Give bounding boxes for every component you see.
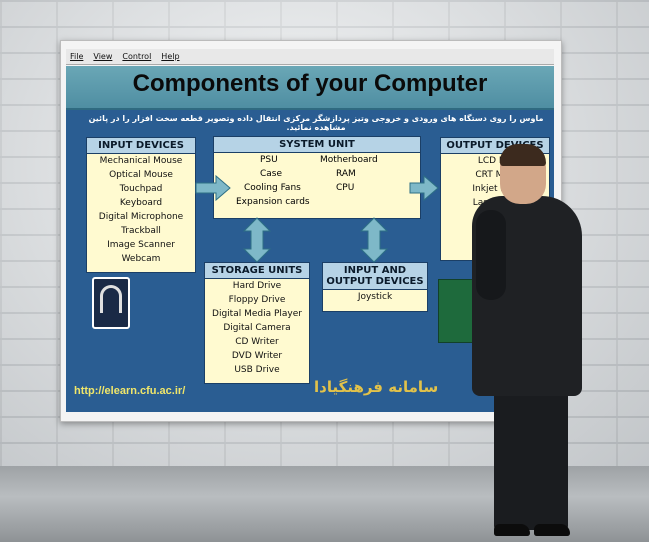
menu-help[interactable]: Help [161, 52, 180, 61]
menu-bar: File View Control Help [66, 49, 554, 65]
input-devices-box[interactable]: INPUT DEVICES Mechanical Mouse Optical M… [86, 137, 196, 273]
list-item[interactable]: PSU [260, 155, 278, 165]
man-legs [494, 380, 568, 530]
list-item[interactable]: Motherboard [320, 155, 378, 165]
io-devices-heading: INPUT AND OUTPUT DEVICES [323, 263, 427, 290]
persian-instruction: ماوس را روی دستگاه های ورودی و خروجی وتی… [88, 114, 544, 132]
storage-units-list: Hard Drive Floppy Drive Digital Media Pl… [205, 279, 309, 377]
list-item[interactable]: Digital Microphone [98, 212, 184, 222]
input-devices-heading: INPUT DEVICES [87, 138, 195, 154]
list-item[interactable]: Hard Drive [232, 281, 282, 291]
io-heading-line2: OUTPUT DEVICES [326, 276, 424, 287]
list-item[interactable]: Mechanical Mouse [99, 156, 183, 166]
arrow-system-to-output [409, 174, 439, 202]
man-arm [476, 210, 506, 300]
list-item[interactable]: Optical Mouse [109, 170, 173, 180]
arrow-input-to-system [195, 174, 231, 202]
list-item[interactable]: Webcam [121, 254, 161, 264]
io-heading-line1: INPUT AND [343, 265, 407, 276]
system-unit-list: PSU Motherboard Case RAM Cooling Fans CP… [214, 153, 420, 209]
menu-view[interactable]: View [93, 52, 113, 61]
arrow-system-io [359, 217, 389, 263]
list-item[interactable]: Trackball [121, 226, 161, 236]
list-item[interactable]: USB Drive [234, 365, 280, 375]
list-item[interactable]: Digital Media Player [212, 309, 302, 319]
io-devices-list: Joystick [323, 290, 427, 304]
list-item[interactable]: DVD Writer [231, 351, 283, 361]
list-item[interactable]: CD Writer [235, 337, 279, 347]
list-item[interactable]: Cooling Fans [244, 183, 301, 193]
arrow-system-storage [242, 217, 272, 263]
list-item[interactable]: CPU [336, 183, 355, 193]
menu-control[interactable]: Control [122, 52, 152, 61]
university-logo [92, 277, 130, 329]
list-item[interactable]: Touchpad [119, 184, 163, 194]
storage-units-heading: STORAGE UNITS [205, 263, 309, 279]
input-devices-list: Mechanical Mouse Optical Mouse Touchpad … [87, 154, 195, 266]
brand-name: سامانه فرهنگیادا [314, 378, 439, 396]
man-shoe-right [534, 524, 570, 536]
site-url[interactable]: http://elearn.cfu.ac.ir/ [74, 385, 186, 397]
list-item[interactable]: LCD Mo [477, 156, 513, 166]
system-unit-heading: SYSTEM UNIT [214, 137, 420, 153]
page-title: Components of your Computer [132, 70, 488, 97]
list-item[interactable]: Image Scanner [107, 240, 175, 250]
man-hair [500, 144, 546, 166]
title-band: Components of your Computer [66, 66, 554, 110]
list-item[interactable]: Digital Camera [223, 323, 291, 333]
list-item[interactable]: Case [260, 169, 283, 179]
list-item[interactable]: CRT Mon [475, 170, 515, 180]
list-item[interactable]: Joystick [357, 292, 393, 302]
man-shoe-left [494, 524, 530, 536]
list-item[interactable]: Floppy Drive [228, 295, 286, 305]
system-unit-box[interactable]: SYSTEM UNIT PSU Motherboard Case RAM Coo… [213, 136, 421, 219]
list-item[interactable]: RAM [336, 169, 356, 179]
menu-file[interactable]: File [70, 52, 84, 61]
io-devices-box[interactable]: INPUT AND OUTPUT DEVICES Joystick [322, 262, 428, 312]
list-item[interactable]: Inkjet Prin [472, 184, 518, 194]
list-item[interactable]: Expansion cards [236, 197, 310, 207]
list-item[interactable]: Keyboard [119, 198, 163, 208]
